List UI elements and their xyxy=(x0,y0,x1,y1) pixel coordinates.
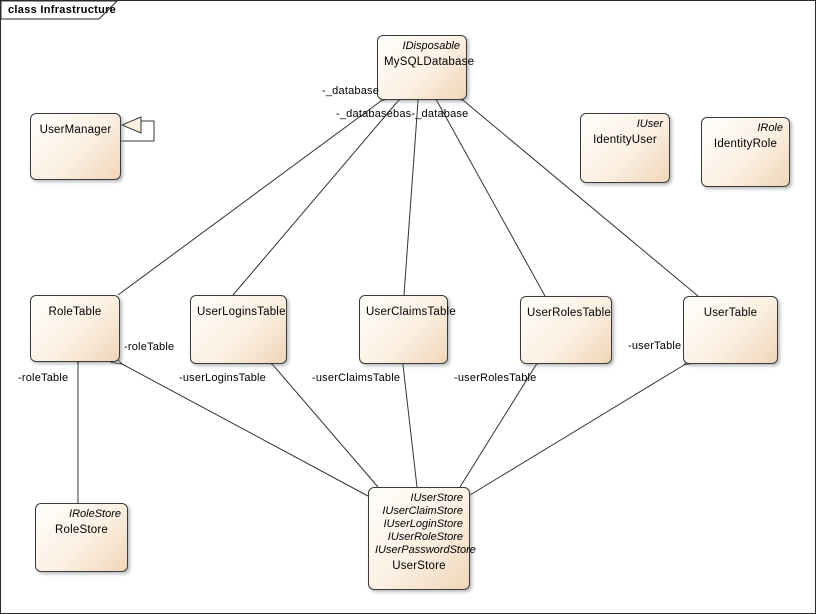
edge-userstore-to-userclaimstable xyxy=(403,365,418,488)
edge-userclaimstable-to-mysqldatabase xyxy=(403,101,418,296)
class-mysqldatabase[interactable]: IDisposable MySQLDatabase xyxy=(377,35,475,100)
class-usertable[interactable]: UserTable xyxy=(683,296,778,364)
stereotype-label: IRole xyxy=(757,122,783,134)
class-usermanager[interactable]: UserManager xyxy=(30,113,121,180)
edge-usermanager-self-loop xyxy=(121,120,155,142)
frame-title: class Infrastructure xyxy=(8,4,117,16)
class-name: IdentityUser xyxy=(593,134,657,146)
class-name: MySQLDatabase xyxy=(384,56,475,68)
class-userrolestable[interactable]: UserRolesTable xyxy=(520,296,612,364)
class-name: RoleTable xyxy=(48,306,102,318)
edge-label-database-bottom: -_databasebas-_database xyxy=(336,108,469,120)
edge-userstore-to-usertable xyxy=(469,365,684,496)
stereotype-label: IUserLoginStore xyxy=(383,518,464,530)
edge-label-roletable-left: -roleTable xyxy=(18,372,69,384)
edge-label-userrolestable: -userRolesTable xyxy=(454,372,537,384)
class-userstore[interactable]: IUserStore IUserClaimStore IUserLoginSto… xyxy=(368,487,476,590)
edge-label-usertable: -userTable xyxy=(628,340,682,352)
class-name: UserRolesTable xyxy=(527,307,611,319)
class-name: UserManager xyxy=(39,124,112,136)
class-name: IdentityRole xyxy=(713,138,778,150)
edge-userstore-to-userloginstable xyxy=(273,365,379,488)
edge-userstore-to-userrolestable xyxy=(459,365,536,488)
frame-tab xyxy=(0,0,119,20)
class-name: UserLoginsTable xyxy=(197,306,286,318)
stereotype-label: IDisposable xyxy=(402,40,460,52)
class-name: RoleStore xyxy=(55,524,108,536)
stereotype-label: IRoleStore xyxy=(69,508,121,520)
class-userloginstable[interactable]: UserLoginsTable xyxy=(190,295,287,364)
edge-roletable-to-mysqldatabase xyxy=(117,101,381,296)
class-name: UserStore xyxy=(392,560,446,572)
class-name: UserTable xyxy=(703,307,758,319)
stereotype-label: IUser xyxy=(636,118,663,130)
class-roletable[interactable]: RoleTable xyxy=(30,295,120,362)
edge-label-roletable-right: -roleTable xyxy=(124,341,175,353)
edge-label-userclaimstable: -userClaimsTable xyxy=(312,372,401,384)
class-name: UserClaimsTable xyxy=(366,306,456,318)
edge-usertable-to-mysqldatabase xyxy=(464,101,699,297)
class-rolestore[interactable]: IRoleStore RoleStore xyxy=(35,503,128,572)
class-identityrole[interactable]: IRole IdentityRole xyxy=(701,117,790,187)
edge-label-database-left: -_database xyxy=(322,85,380,97)
stereotype-label: IUserRoleStore xyxy=(387,531,463,543)
edge-userrolestable-to-mysqldatabase xyxy=(437,101,546,297)
edge-label-userloginstable: -userLoginsTable xyxy=(179,372,266,384)
generalization-triangle-icon xyxy=(120,116,142,134)
stereotype-label: IUserStore xyxy=(410,492,463,504)
edge-userloginstable-to-mysqldatabase xyxy=(232,101,398,296)
class-identityuser[interactable]: IUser IdentityUser xyxy=(580,113,670,183)
edge-userstore-to-roletable xyxy=(122,364,369,497)
class-userclaimstable[interactable]: UserClaimsTable xyxy=(359,295,456,364)
stereotype-label: IUserClaimStore xyxy=(382,505,463,517)
stereotype-label: IUserPasswordStore xyxy=(375,544,476,556)
